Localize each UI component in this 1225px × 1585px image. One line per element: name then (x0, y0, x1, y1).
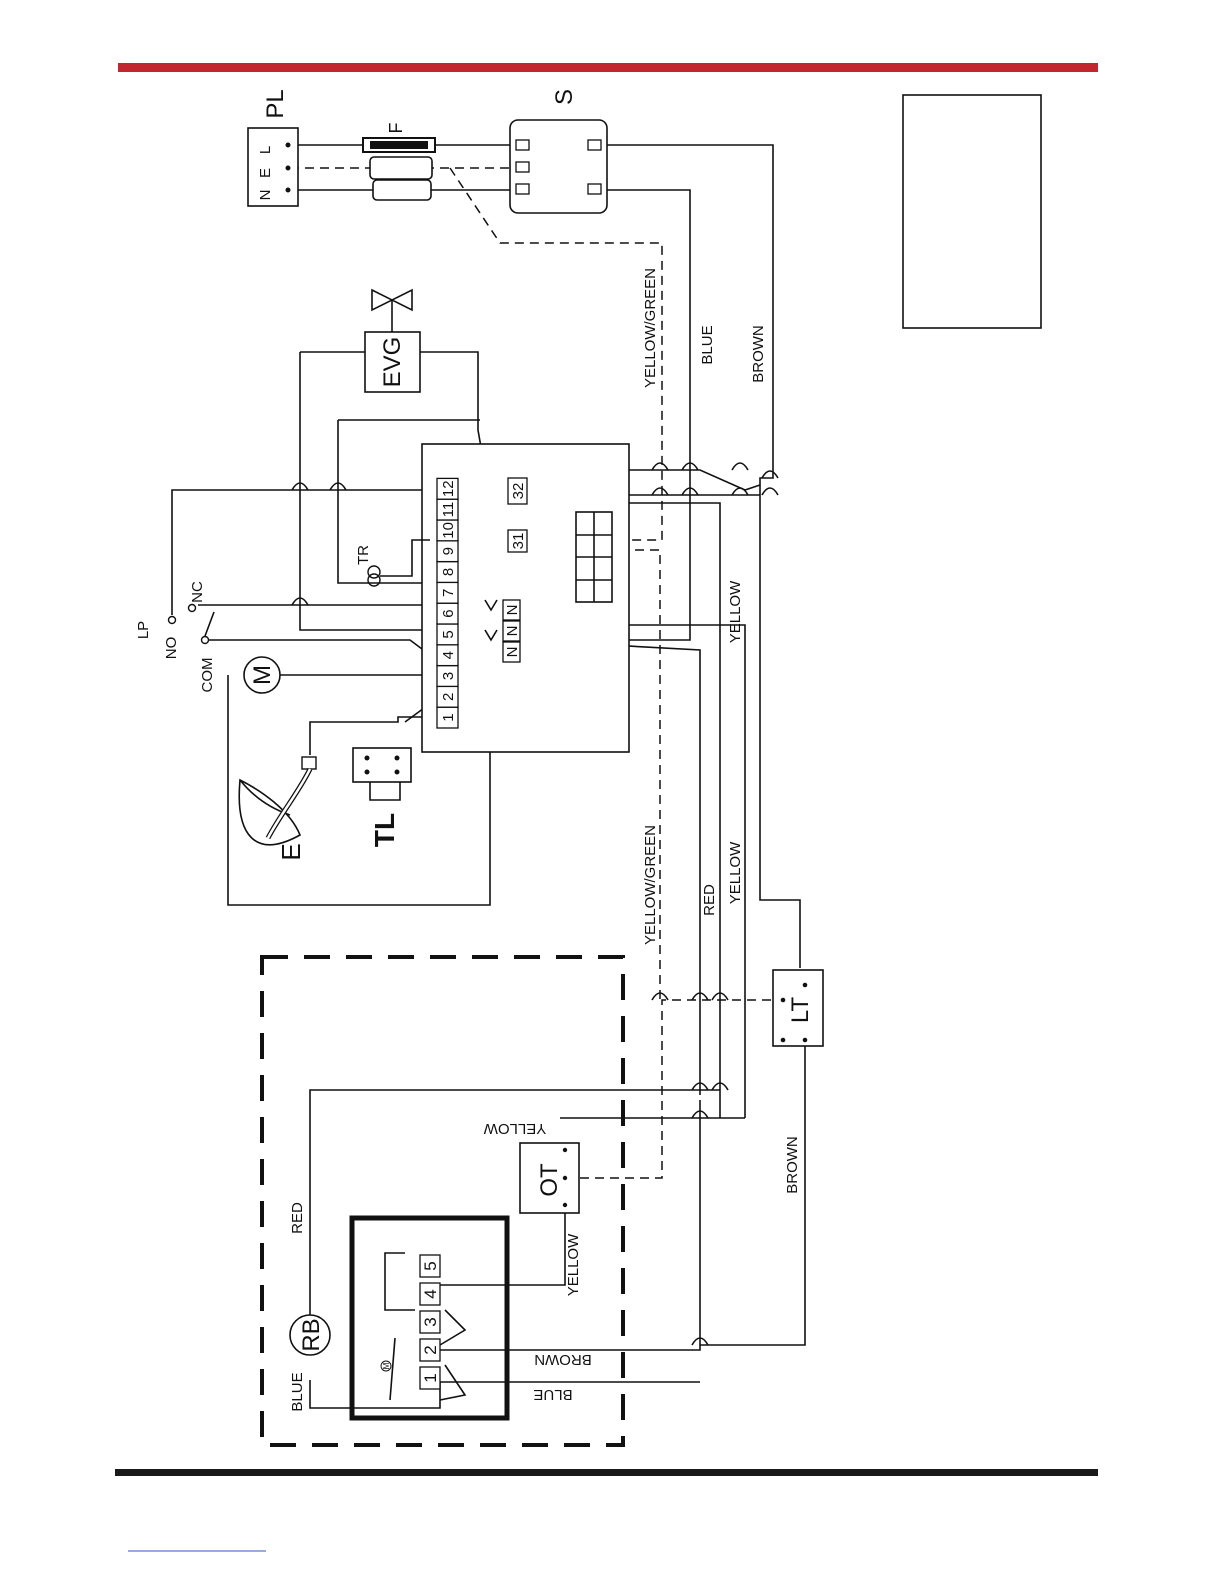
wire-label: YELLOW (727, 580, 744, 643)
aux-label-31: 31 (510, 533, 527, 550)
plug-pin-label: N (257, 190, 274, 201)
terminal-label: 10 (440, 522, 457, 539)
terminal-label: 1 (440, 713, 457, 721)
wire-label: YELLOW (565, 1233, 582, 1296)
neutral-label: N (504, 647, 521, 658)
terminal-label: 6 (440, 609, 457, 617)
timer-terminal-label: 3 (421, 1317, 440, 1326)
label-evg: EVG (379, 337, 406, 388)
terminal-label: 11 (440, 502, 457, 518)
neutral-label: N (504, 626, 521, 637)
terminal-label: 9 (440, 547, 457, 555)
empty-frame (903, 95, 1041, 328)
label-tl: TL (369, 813, 400, 847)
label-nc: NC (189, 581, 206, 603)
label-lt: LT (787, 997, 814, 1024)
label-lp: LP (135, 621, 152, 639)
wire-label: BLUE (699, 325, 716, 364)
wire-labels: YELLOW/GREEN BLUE BROWN YELLOW YELLOW/GR… (289, 268, 801, 1412)
terminal-label: 7 (440, 589, 457, 597)
label-s: S (551, 89, 578, 105)
terminal-label: 12 (440, 480, 457, 497)
transformer-tr: TR (355, 540, 430, 586)
plug-pl: L E N PL (248, 89, 298, 206)
wire-label: BROWN (750, 325, 767, 383)
switch-lp: LP NO NC COM (135, 581, 216, 692)
switch-s: S (510, 89, 607, 213)
timer-terminal-label: 1 (421, 1373, 440, 1382)
label-e: E (276, 843, 306, 860)
label-ot: OT (536, 1163, 563, 1197)
timer-motor-label: M (382, 1362, 391, 1369)
wire-label: BLUE (533, 1386, 572, 1403)
label-rb: RB (298, 1318, 325, 1351)
bottom-rule (115, 1469, 1098, 1476)
earth-block (576, 512, 612, 602)
label-pl: PL (262, 89, 289, 118)
wire-label: YELLOW (727, 841, 744, 904)
wire-label: BLUE (289, 1372, 306, 1411)
fuse-f: F (363, 123, 435, 201)
terminal-label: 5 (440, 630, 457, 638)
top-rule (118, 63, 1098, 72)
label-f: F (386, 123, 406, 134)
aux-label-32: 32 (510, 483, 527, 500)
terminal-label: 8 (440, 568, 457, 576)
safety-thermostat-lt: LT (773, 970, 823, 1046)
wire-label: YELLOW (483, 1120, 546, 1137)
relay-rb: RB (290, 1315, 330, 1355)
timer-terminal-label: 4 (421, 1289, 440, 1298)
label-no: NO (163, 637, 180, 660)
probe-e: E (239, 757, 316, 861)
thermostat-tl: TL (353, 748, 411, 847)
plug-pin-label: E (257, 168, 274, 178)
terminal-label: 3 (440, 672, 457, 680)
wire-label: RED (289, 1202, 306, 1234)
timer-terminal-label: 5 (421, 1261, 440, 1270)
terminal-label: 2 (440, 693, 457, 701)
wire-label: RED (701, 884, 718, 916)
wire-label: BROWN (534, 1351, 592, 1368)
wire-label: YELLOW/GREEN (642, 825, 659, 945)
neutral-label: N (504, 605, 521, 616)
wire-label: BROWN (784, 1136, 801, 1194)
timer-terminal-label: 2 (421, 1345, 440, 1354)
label-tr: TR (355, 545, 372, 565)
wire-label: YELLOW/GREEN (642, 268, 659, 388)
motor-m: M (244, 657, 280, 693)
terminal-label: 4 (440, 651, 457, 659)
label-m: M (249, 665, 276, 685)
valve-evg: EVG (365, 290, 420, 392)
plug-pin-label: L (257, 146, 274, 154)
label-com: COM (199, 658, 216, 693)
safety-thermostat-ot: OT (520, 1143, 579, 1213)
timer-unit: 1 2 3 4 5 M (352, 1218, 507, 1418)
